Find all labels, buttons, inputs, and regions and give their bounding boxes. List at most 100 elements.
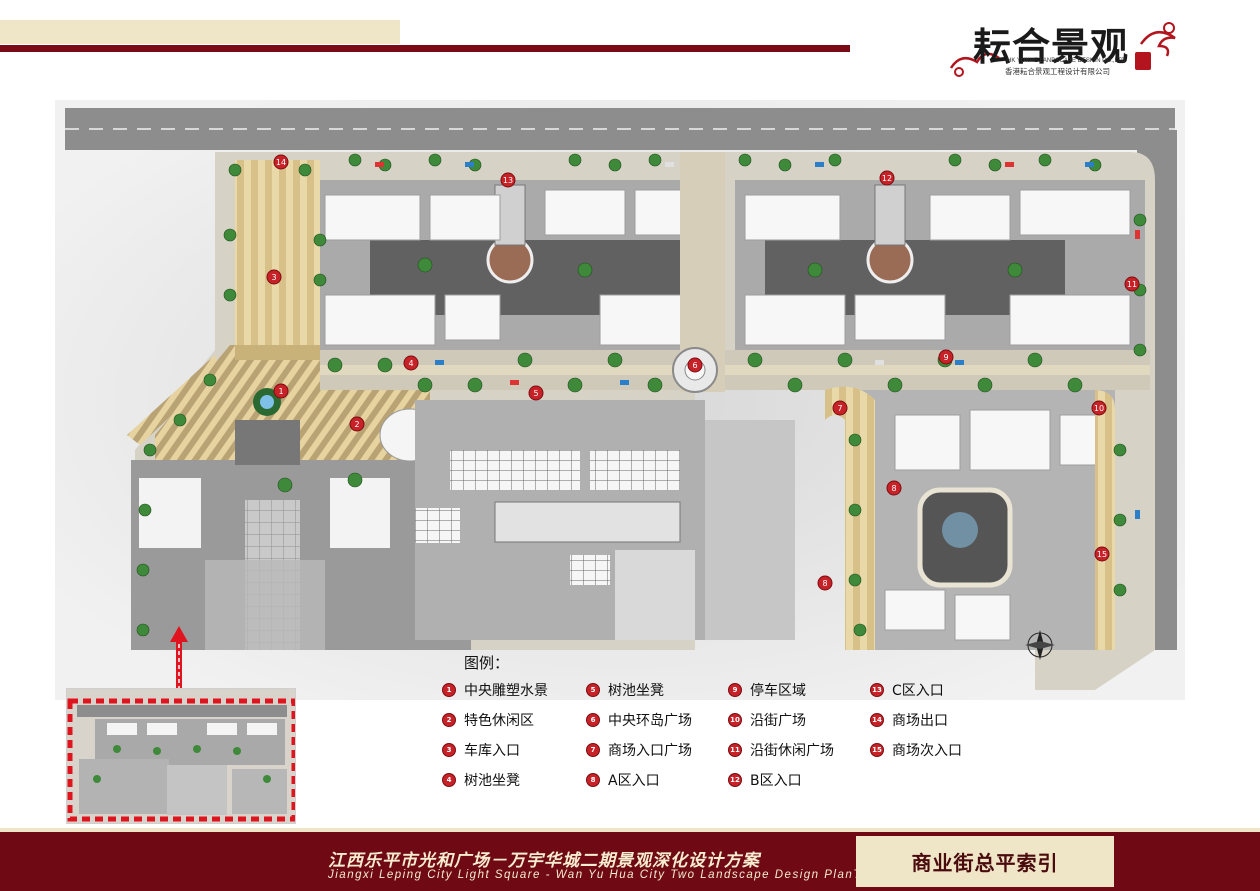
plan-marker: 5 — [528, 385, 544, 401]
legend-number-badge: 14 — [870, 713, 884, 727]
plan-marker: 7 — [832, 400, 848, 416]
plan-marker: 2 — [349, 416, 365, 432]
legend-item: 14 商场出口 — [870, 711, 948, 729]
plan-marker: 15 — [1094, 546, 1110, 562]
plan-marker-number: 15 — [1097, 550, 1107, 559]
legend-number-badge: 7 — [586, 743, 600, 757]
plan-marker-number: 6 — [692, 361, 697, 370]
plan-marker-circle — [879, 170, 895, 186]
plan-marker-circle — [1094, 546, 1110, 562]
north-arrow-icon — [1025, 630, 1055, 660]
plan-marker-number: 8 — [822, 579, 827, 588]
legend-item: 1 中央雕塑水景 — [442, 681, 548, 699]
legend-label: 中央雕塑水景 — [464, 683, 548, 699]
legend-item: 9 停车区域 — [728, 681, 806, 699]
legend-number-badge: 3 — [442, 743, 456, 757]
legend-label: 商场次入口 — [892, 743, 962, 759]
legend-label: 中央环岛广场 — [608, 713, 692, 729]
legend-item: 11 沿街休闲广场 — [728, 741, 834, 759]
plan-marker-number: 5 — [533, 389, 538, 398]
plan-marker-number: 1 — [278, 387, 283, 396]
legend-label: 沿街广场 — [750, 713, 806, 729]
logo-company-en: HK YUNHE LANDSCAPE DESIGN CO.,LTD — [1007, 58, 1126, 64]
legend-number-badge: 5 — [586, 683, 600, 697]
legend-label: B区入口 — [750, 773, 802, 789]
plan-marker-circle — [266, 269, 282, 285]
legend-label: 特色休闲区 — [464, 713, 534, 729]
legend-number-badge: 1 — [442, 683, 456, 697]
plan-marker-circle — [349, 416, 365, 432]
legend-item: 15 商场次入口 — [870, 741, 962, 759]
legend-item: 5 树池坐凳 — [586, 681, 664, 699]
legend-number-badge: 8 — [586, 773, 600, 787]
red-arrow-icon — [170, 626, 188, 690]
legend-label: C区入口 — [892, 683, 944, 699]
legend-item: 6 中央环岛广场 — [586, 711, 692, 729]
legend-label: 车库入口 — [464, 743, 520, 759]
plan-marker-number: 14 — [276, 158, 286, 167]
header-rule — [0, 45, 850, 52]
legend-number-badge: 9 — [728, 683, 742, 697]
plan-marker-circle — [500, 172, 516, 188]
plan-marker-number: 3 — [271, 273, 276, 282]
project-title-cn: 江西乐平市光和广场－万宇华城二期景观深化设计方案 — [328, 851, 760, 871]
legend-label: 商场入口广场 — [608, 743, 692, 759]
plan-marker-number: 2 — [354, 420, 359, 429]
legend-number-badge: 11 — [728, 743, 742, 757]
plan-marker: 14 — [273, 154, 289, 170]
legend-item: 10 沿街广场 — [728, 711, 806, 729]
plan-marker: 8 — [886, 480, 902, 496]
legend-item: 13 C区入口 — [870, 681, 944, 699]
legend-item: 8 A区入口 — [586, 771, 660, 789]
project-title-en: Jiangxi Leping City Light Square - Wan Y… — [328, 869, 923, 881]
logo-company-cn: 香港耘合景观工程设计有限公司 — [1005, 67, 1110, 76]
plan-marker-circle — [1091, 400, 1107, 416]
legend-number-badge: 4 — [442, 773, 456, 787]
plan-marker-circle — [403, 355, 419, 371]
plan-marker: 1 — [273, 383, 289, 399]
plan-marker-number: 11 — [1127, 280, 1137, 289]
legend-item: 4 树池坐凳 — [442, 771, 520, 789]
plan-marker: 11 — [1124, 276, 1140, 292]
plan-marker-number: 7 — [837, 404, 842, 413]
footer-accent-bar — [0, 828, 1260, 832]
plan-marker: 6 — [687, 357, 703, 373]
plan-marker: 9 — [938, 349, 954, 365]
page-title: 商业街总平索引 — [911, 851, 1059, 875]
legend-label: 树池坐凳 — [464, 773, 520, 789]
legend-label: 商场出口 — [892, 713, 948, 729]
cloud-ornament-icon — [949, 22, 1176, 77]
key-plan-inset — [66, 688, 296, 824]
plan-marker-circle — [528, 385, 544, 401]
plan-marker-number: 10 — [1094, 404, 1104, 413]
legend-number-badge: 10 — [728, 713, 742, 727]
plan-marker: 4 — [403, 355, 419, 371]
page-title-box: 商业街总平索引 — [856, 836, 1114, 887]
plan-marker: 10 — [1091, 400, 1107, 416]
plan-marker-number: 13 — [503, 176, 513, 185]
plan-marker: 13 — [500, 172, 516, 188]
legend-label: 沿街休闲广场 — [750, 743, 834, 759]
legend-label: 停车区域 — [750, 683, 806, 699]
plan-marker: 12 — [879, 170, 895, 186]
legend-title: 图例： — [464, 654, 510, 672]
logo-title: 耘合景观 — [973, 24, 1130, 69]
legend-number-badge: 15 — [870, 743, 884, 757]
legend-item: 3 车库入口 — [442, 741, 520, 759]
legend-number-badge: 13 — [870, 683, 884, 697]
legend-label: A区入口 — [608, 773, 660, 789]
plan-marker-number: 4 — [408, 359, 413, 368]
plan-marker-number: 8 — [891, 484, 896, 493]
plan-marker: 3 — [266, 269, 282, 285]
plan-marker-circle — [687, 357, 703, 373]
legend-number-badge: 6 — [586, 713, 600, 727]
plan-marker-circle — [817, 575, 833, 591]
plan-marker-circle — [938, 349, 954, 365]
plan-marker-circle — [273, 154, 289, 170]
legend-label: 树池坐凳 — [608, 683, 664, 699]
company-logo: 耘合景观 HK YUNHE LANDSCAPE DESIGN CO.,LTD 香… — [945, 8, 1185, 88]
